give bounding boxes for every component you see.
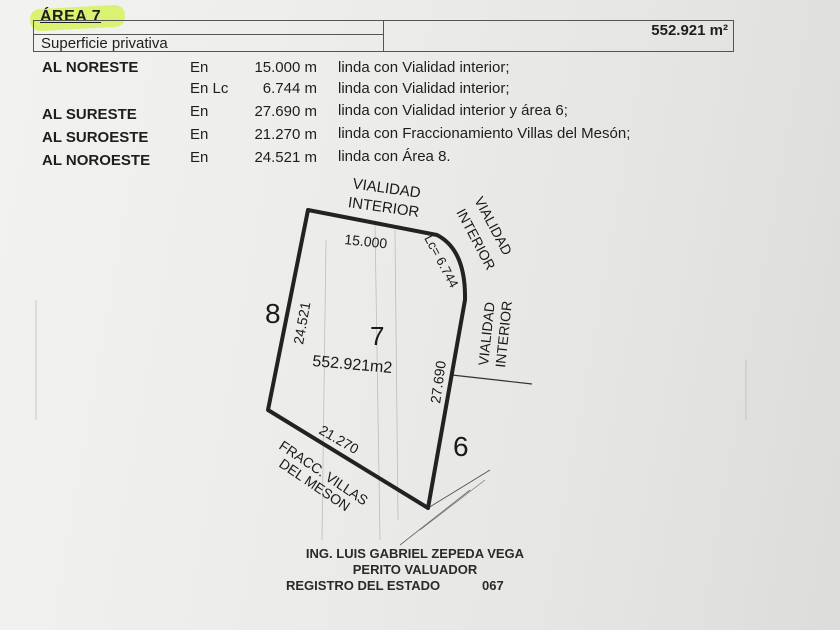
division-line xyxy=(399,489,471,546)
boundary-length: 21.270 m xyxy=(254,126,317,143)
boundary-description: linda con Vialidad interior; xyxy=(338,80,510,97)
boundary-description: linda con Área 8. xyxy=(338,148,451,165)
dimension-top: 15.000 xyxy=(344,231,388,251)
lot-number: 7 xyxy=(370,321,384,351)
division-line xyxy=(451,374,533,385)
boundary-prep: En Lc xyxy=(190,80,229,97)
neighbor-area-8: 8 xyxy=(265,298,281,329)
stamp-title: PERITO VALUADOR xyxy=(352,562,478,577)
boundary-description: linda con Vialidad interior; xyxy=(338,59,510,76)
surface-label: Superficie privativa xyxy=(41,35,168,52)
neighbor-text: 6 xyxy=(453,431,469,462)
lot-number-text: 7 xyxy=(370,321,384,351)
surveyor-stamp: ING. LUIS GABRIEL ZEPEDA VEGA PERITO VAL… xyxy=(270,546,560,594)
division-line xyxy=(427,469,491,509)
boundary-prep: En xyxy=(190,126,209,143)
neighbor-text: 8 xyxy=(265,298,281,329)
table-divider xyxy=(383,21,384,51)
scan-streaks xyxy=(35,224,747,541)
dimension-left: 24.521 xyxy=(290,300,313,345)
dimension-text: 27.690 xyxy=(427,360,449,405)
lot-area: 552.921m2 xyxy=(312,353,393,377)
dimension-text: 24.521 xyxy=(290,300,313,345)
boundary-prep: En xyxy=(190,149,209,166)
surface-value: 552.921 m² xyxy=(651,22,728,39)
boundary-prep: En xyxy=(190,103,209,120)
boundary-description: linda con Vialidad interior y área 6; xyxy=(338,102,568,119)
surface-table xyxy=(33,20,734,52)
neighbor-area-6: 6 xyxy=(453,431,469,462)
boundary-length: 15.000 m xyxy=(254,59,317,76)
boundary-length: 27.690 m xyxy=(254,103,317,120)
boundary-prep: En xyxy=(190,59,209,76)
stamp-name: ING. LUIS GABRIEL ZEPEDA VEGA xyxy=(305,546,525,561)
stamp-registry: REGISTRO DEL ESTADO xyxy=(286,578,441,593)
road-line: VIALIDAD xyxy=(475,301,498,366)
boundary-direction: AL NORESTE xyxy=(42,59,139,76)
lot-area-text: 552.921m2 xyxy=(312,353,393,377)
stamp-number: 067 xyxy=(482,578,504,593)
boundary-direction: AL SUROESTE xyxy=(42,129,149,146)
road-right-label: INTERIOR xyxy=(492,300,515,368)
dimension-right: 27.690 xyxy=(427,360,449,405)
boundary-length: 24.521 m xyxy=(254,149,317,166)
road-line: INTERIOR xyxy=(492,300,515,368)
division-line xyxy=(419,479,486,531)
boundary-length: 6.744 m xyxy=(262,80,317,97)
dimension-text: 15.000 xyxy=(344,231,388,251)
road-right-label: VIALIDAD xyxy=(475,301,498,366)
lot-boundary xyxy=(266,208,468,510)
boundary-direction: AL NOROESTE xyxy=(42,152,151,169)
dimension-arc: Lc= 6.744 xyxy=(421,232,461,290)
boundary-direction: AL SURESTE xyxy=(42,106,137,123)
boundary-description: linda con Fraccionamiento Villas del Mes… xyxy=(338,125,631,142)
table-divider xyxy=(34,34,383,35)
dimension-text: Lc= 6.744 xyxy=(421,232,461,290)
